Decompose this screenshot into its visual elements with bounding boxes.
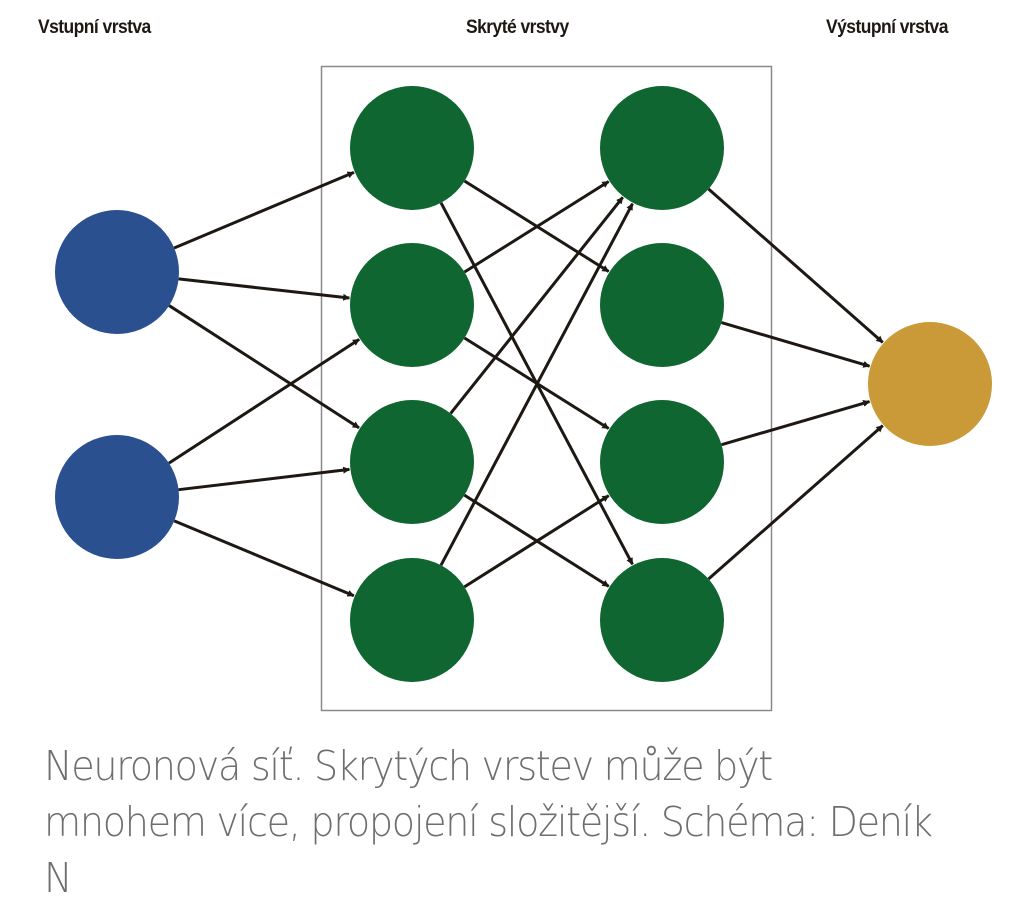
connection-in2-h1n2 xyxy=(168,338,361,465)
input-neuron-in2 xyxy=(55,435,179,559)
connection-h2n2-out1 xyxy=(721,321,871,368)
output-layer-title: Výstupní vrstva xyxy=(826,17,948,38)
connection-in1-h1n1 xyxy=(173,171,355,250)
input-layer-title: Vstupní vrstva xyxy=(38,17,151,38)
hidden-layers-box xyxy=(320,65,773,712)
connection-h1n4-h2n1 xyxy=(439,202,634,566)
neurons xyxy=(55,86,992,682)
hidden-neuron-h1n2 xyxy=(350,243,474,367)
hidden-neuron-h1n1 xyxy=(350,86,474,210)
input-neuron-in1 xyxy=(55,210,179,334)
hidden-neuron-h1n3 xyxy=(350,400,474,524)
hidden-neuron-h2n3 xyxy=(600,400,724,524)
connection-in1-h1n2 xyxy=(178,277,351,301)
connection-in2-h1n4 xyxy=(173,519,355,598)
connection-h2n4-out1 xyxy=(707,424,884,581)
connection-in2-h1n3 xyxy=(178,466,351,492)
hidden-neuron-h2n4 xyxy=(600,558,724,682)
hidden-neuron-h2n1 xyxy=(600,86,724,210)
connections xyxy=(168,171,884,598)
connection-h2n3-out1 xyxy=(721,400,871,447)
connection-in1-h1n3 xyxy=(168,304,360,430)
neural-network-diagram xyxy=(55,65,992,712)
connection-h1n3-h2n1 xyxy=(449,196,624,415)
hidden-neuron-h2n2 xyxy=(600,243,724,367)
figure-caption: Neuronová síť. Skrytých vrstev může být … xyxy=(44,742,933,902)
connection-h1n4-h2n3 xyxy=(463,494,610,589)
output-neuron-out1 xyxy=(868,322,992,446)
hidden-layers-title: Skryté vrstvy xyxy=(466,17,569,38)
connection-h2n1-out1 xyxy=(707,187,884,344)
hidden-neuron-h1n4 xyxy=(350,558,474,682)
connection-h1n2-h2n1 xyxy=(463,180,610,274)
